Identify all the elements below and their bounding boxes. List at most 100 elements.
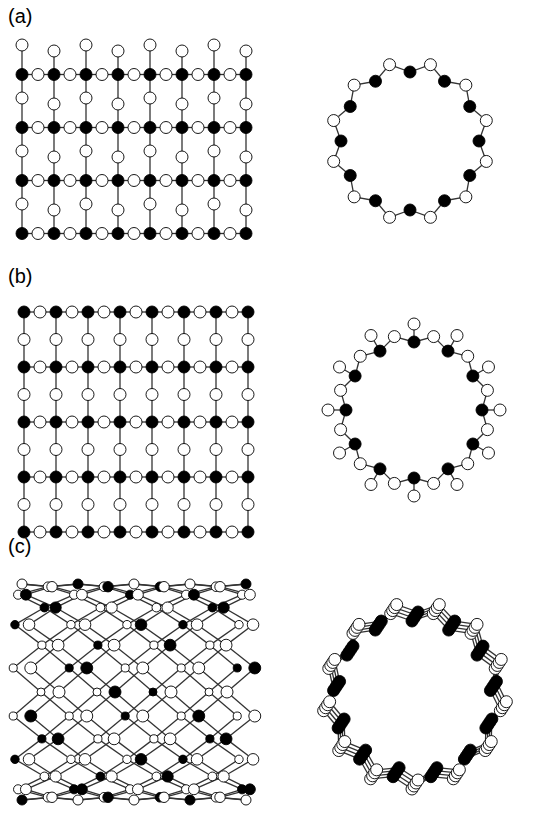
atom — [393, 762, 405, 774]
atom — [192, 228, 204, 240]
atom — [128, 69, 140, 81]
atom — [177, 712, 185, 720]
atom — [66, 306, 78, 318]
atom — [96, 175, 108, 187]
atom — [162, 361, 174, 373]
atom — [477, 640, 489, 652]
atom — [135, 619, 147, 631]
atom — [80, 69, 92, 81]
atom — [176, 151, 188, 163]
atom — [221, 686, 233, 698]
atom — [25, 662, 37, 674]
atom — [162, 771, 173, 782]
atom — [32, 69, 44, 81]
atom — [16, 39, 28, 51]
atom — [208, 39, 220, 51]
atom — [114, 306, 126, 318]
atom — [47, 581, 57, 591]
atom — [94, 641, 102, 649]
atom — [178, 306, 190, 318]
atom — [210, 416, 222, 428]
atom — [23, 754, 35, 766]
atom — [391, 599, 403, 611]
atom — [176, 45, 188, 57]
atom — [442, 345, 454, 357]
atom — [130, 526, 142, 538]
atom — [464, 744, 476, 756]
atom — [34, 306, 46, 318]
atom — [16, 198, 28, 210]
atom — [205, 688, 213, 696]
atom — [226, 471, 238, 483]
atom — [82, 306, 94, 318]
atom — [66, 526, 78, 538]
atom — [334, 675, 346, 687]
atom — [53, 686, 65, 698]
atom — [235, 755, 243, 763]
atom — [144, 175, 156, 187]
atom — [218, 602, 229, 613]
atom — [328, 115, 340, 127]
atom — [50, 499, 62, 511]
atom — [178, 361, 190, 373]
atom — [226, 361, 238, 373]
atom — [375, 615, 387, 627]
atom — [160, 228, 172, 240]
atom — [471, 618, 483, 630]
atom — [404, 66, 416, 78]
atom — [160, 122, 172, 134]
atom — [208, 122, 220, 134]
atom — [176, 122, 188, 134]
atom — [34, 361, 46, 373]
atom — [16, 69, 28, 81]
atom — [210, 526, 222, 538]
atom — [50, 416, 62, 428]
atom — [66, 361, 78, 373]
atom — [79, 619, 91, 631]
atom — [476, 404, 488, 416]
atom — [408, 472, 420, 484]
atom — [98, 471, 110, 483]
atom — [80, 198, 92, 210]
atom — [224, 228, 236, 240]
atom — [208, 772, 217, 781]
atom — [464, 101, 476, 113]
atom — [146, 334, 158, 346]
atom — [17, 579, 27, 589]
atom — [146, 444, 158, 456]
atom — [112, 69, 124, 81]
atom — [208, 69, 220, 81]
atom — [80, 92, 92, 104]
atom — [242, 389, 254, 401]
atom — [224, 69, 236, 81]
atom — [179, 620, 187, 628]
atom — [408, 336, 420, 348]
atom — [188, 784, 199, 795]
atom — [344, 101, 356, 113]
atom — [220, 733, 232, 745]
atom — [324, 696, 336, 708]
atom — [130, 471, 142, 483]
atom — [18, 471, 30, 483]
atom — [128, 228, 140, 240]
atom — [192, 175, 204, 187]
atom — [244, 589, 255, 600]
atom — [130, 416, 142, 428]
atom — [349, 438, 361, 450]
atom — [32, 122, 44, 134]
atom — [23, 619, 35, 631]
atom — [334, 447, 346, 459]
atom — [146, 306, 158, 318]
atom — [473, 135, 485, 147]
tube-end-view — [322, 318, 506, 502]
atom — [132, 784, 143, 795]
atom — [480, 155, 492, 167]
atom — [247, 754, 259, 766]
atom — [242, 499, 254, 511]
atom — [408, 490, 420, 502]
atom — [48, 228, 60, 240]
atom — [176, 175, 188, 187]
atom — [103, 581, 113, 591]
atom — [460, 191, 472, 203]
atom — [481, 424, 493, 436]
